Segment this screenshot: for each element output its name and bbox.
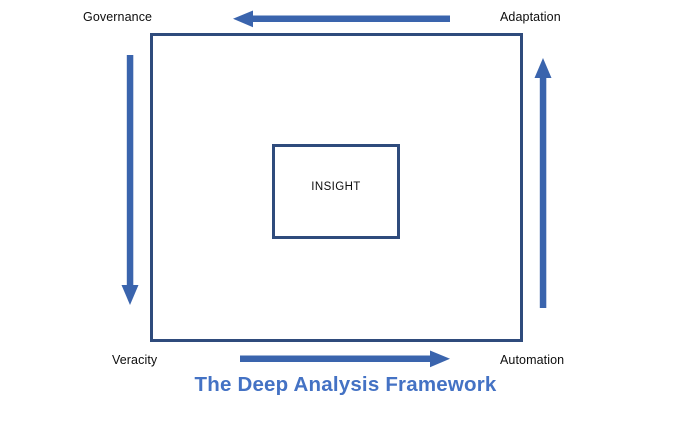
arrow-up-pointing-right bbox=[533, 58, 553, 308]
label-governance: Governance bbox=[83, 10, 153, 24]
insight-box: INSIGHT bbox=[272, 144, 400, 239]
arrow-down-pointing-left bbox=[120, 55, 140, 305]
top-arrow-icon bbox=[233, 10, 450, 28]
right-arrow-icon bbox=[534, 58, 552, 308]
bottom-arrow-icon bbox=[240, 350, 450, 368]
label-automation: Automation bbox=[500, 353, 565, 367]
outer-framework-rectangle bbox=[150, 33, 523, 342]
arrow-left-pointing-top bbox=[233, 10, 450, 28]
diagram-title: The Deep Analysis Framework bbox=[194, 373, 497, 396]
label-adaptation: Adaptation bbox=[500, 10, 561, 24]
label-veracity: Veracity bbox=[112, 353, 158, 367]
arrow-right-pointing-bottom bbox=[240, 350, 450, 368]
left-arrow-icon bbox=[121, 55, 139, 305]
insight-label: INSIGHT bbox=[311, 180, 361, 193]
